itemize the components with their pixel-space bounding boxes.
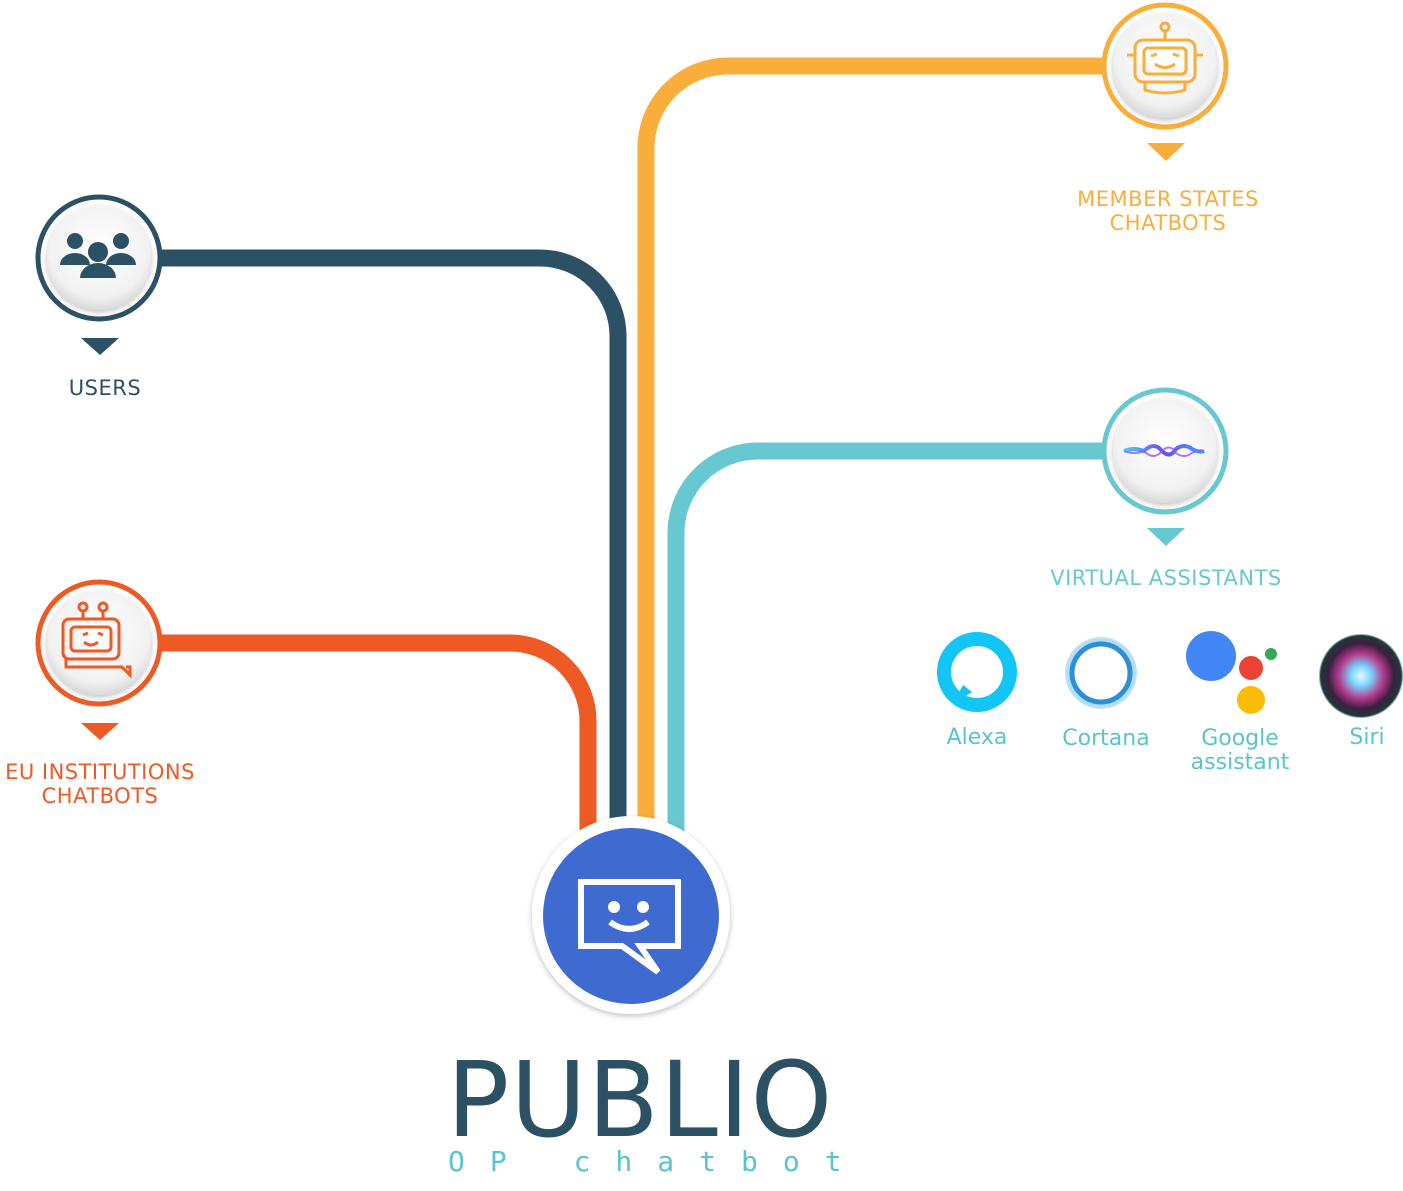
google-assistant-icon bbox=[1186, 631, 1277, 714]
users-label: USERS bbox=[30, 376, 180, 400]
alexa-label: Alexa bbox=[927, 726, 1027, 750]
users-pointer bbox=[81, 338, 119, 355]
siri-label-line-1: Siri bbox=[1349, 725, 1385, 750]
google-assistant-label-line-1: Google bbox=[1201, 726, 1279, 751]
member-states-label-line-2: CHATBOTS bbox=[1109, 211, 1227, 235]
users-connector bbox=[160, 249, 627, 840]
google-assistant-label: Google assistant bbox=[1175, 727, 1305, 775]
voice-wave-icon bbox=[1123, 444, 1205, 457]
virtual-assistants-node[interactable] bbox=[1101, 387, 1229, 546]
member-states-connector bbox=[637, 57, 1105, 840]
alexa-label-line-1: Alexa bbox=[946, 725, 1008, 750]
cortana-label: Cortana bbox=[1046, 727, 1166, 751]
eu-institutions-label-line-2: CHATBOTS bbox=[41, 784, 159, 808]
robot-chat-icon bbox=[61, 601, 132, 679]
publio-hub[interactable] bbox=[532, 816, 730, 1014]
robot-icon bbox=[1127, 21, 1203, 95]
chat-bubble-smile-icon bbox=[578, 879, 681, 975]
virtual-assistants-label: VIRTUAL ASSISTANTS bbox=[1036, 566, 1296, 590]
member-states-node[interactable] bbox=[1101, 2, 1229, 161]
member-states-pointer bbox=[1147, 143, 1185, 161]
eu-institutions-node[interactable] bbox=[35, 579, 163, 740]
hub-title: PUBLIO bbox=[446, 1039, 834, 1161]
member-states-label: MEMBER STATES CHATBOTS bbox=[1058, 187, 1278, 235]
users-group-icon bbox=[60, 233, 136, 278]
eu-institutions-connector bbox=[160, 634, 597, 840]
alexa-icon bbox=[937, 632, 1017, 712]
users-label-line-1: USERS bbox=[68, 376, 142, 400]
virtual-assistants-pointer bbox=[1147, 528, 1185, 546]
users-node[interactable] bbox=[35, 194, 163, 355]
siri-label: Siri bbox=[1327, 726, 1403, 750]
eu-institutions-pointer bbox=[81, 723, 119, 740]
cortana-icon bbox=[1065, 637, 1137, 709]
eu-institutions-label-line-1: EU INSTITUTIONS bbox=[5, 760, 195, 784]
member-states-label-line-1: MEMBER STATES bbox=[1077, 187, 1259, 211]
virtual-assistants-label-line-1: VIRTUAL ASSISTANTS bbox=[1050, 566, 1282, 590]
cortana-label-line-1: Cortana bbox=[1062, 726, 1150, 751]
eu-institutions-label: EU INSTITUTIONS CHATBOTS bbox=[0, 760, 200, 808]
google-assistant-label-line-2: assistant bbox=[1190, 750, 1290, 775]
virtual-assistants-connector bbox=[667, 442, 1105, 840]
hub-subtitle: OP chatbot bbox=[448, 1145, 867, 1178]
siri-icon bbox=[1319, 634, 1403, 718]
